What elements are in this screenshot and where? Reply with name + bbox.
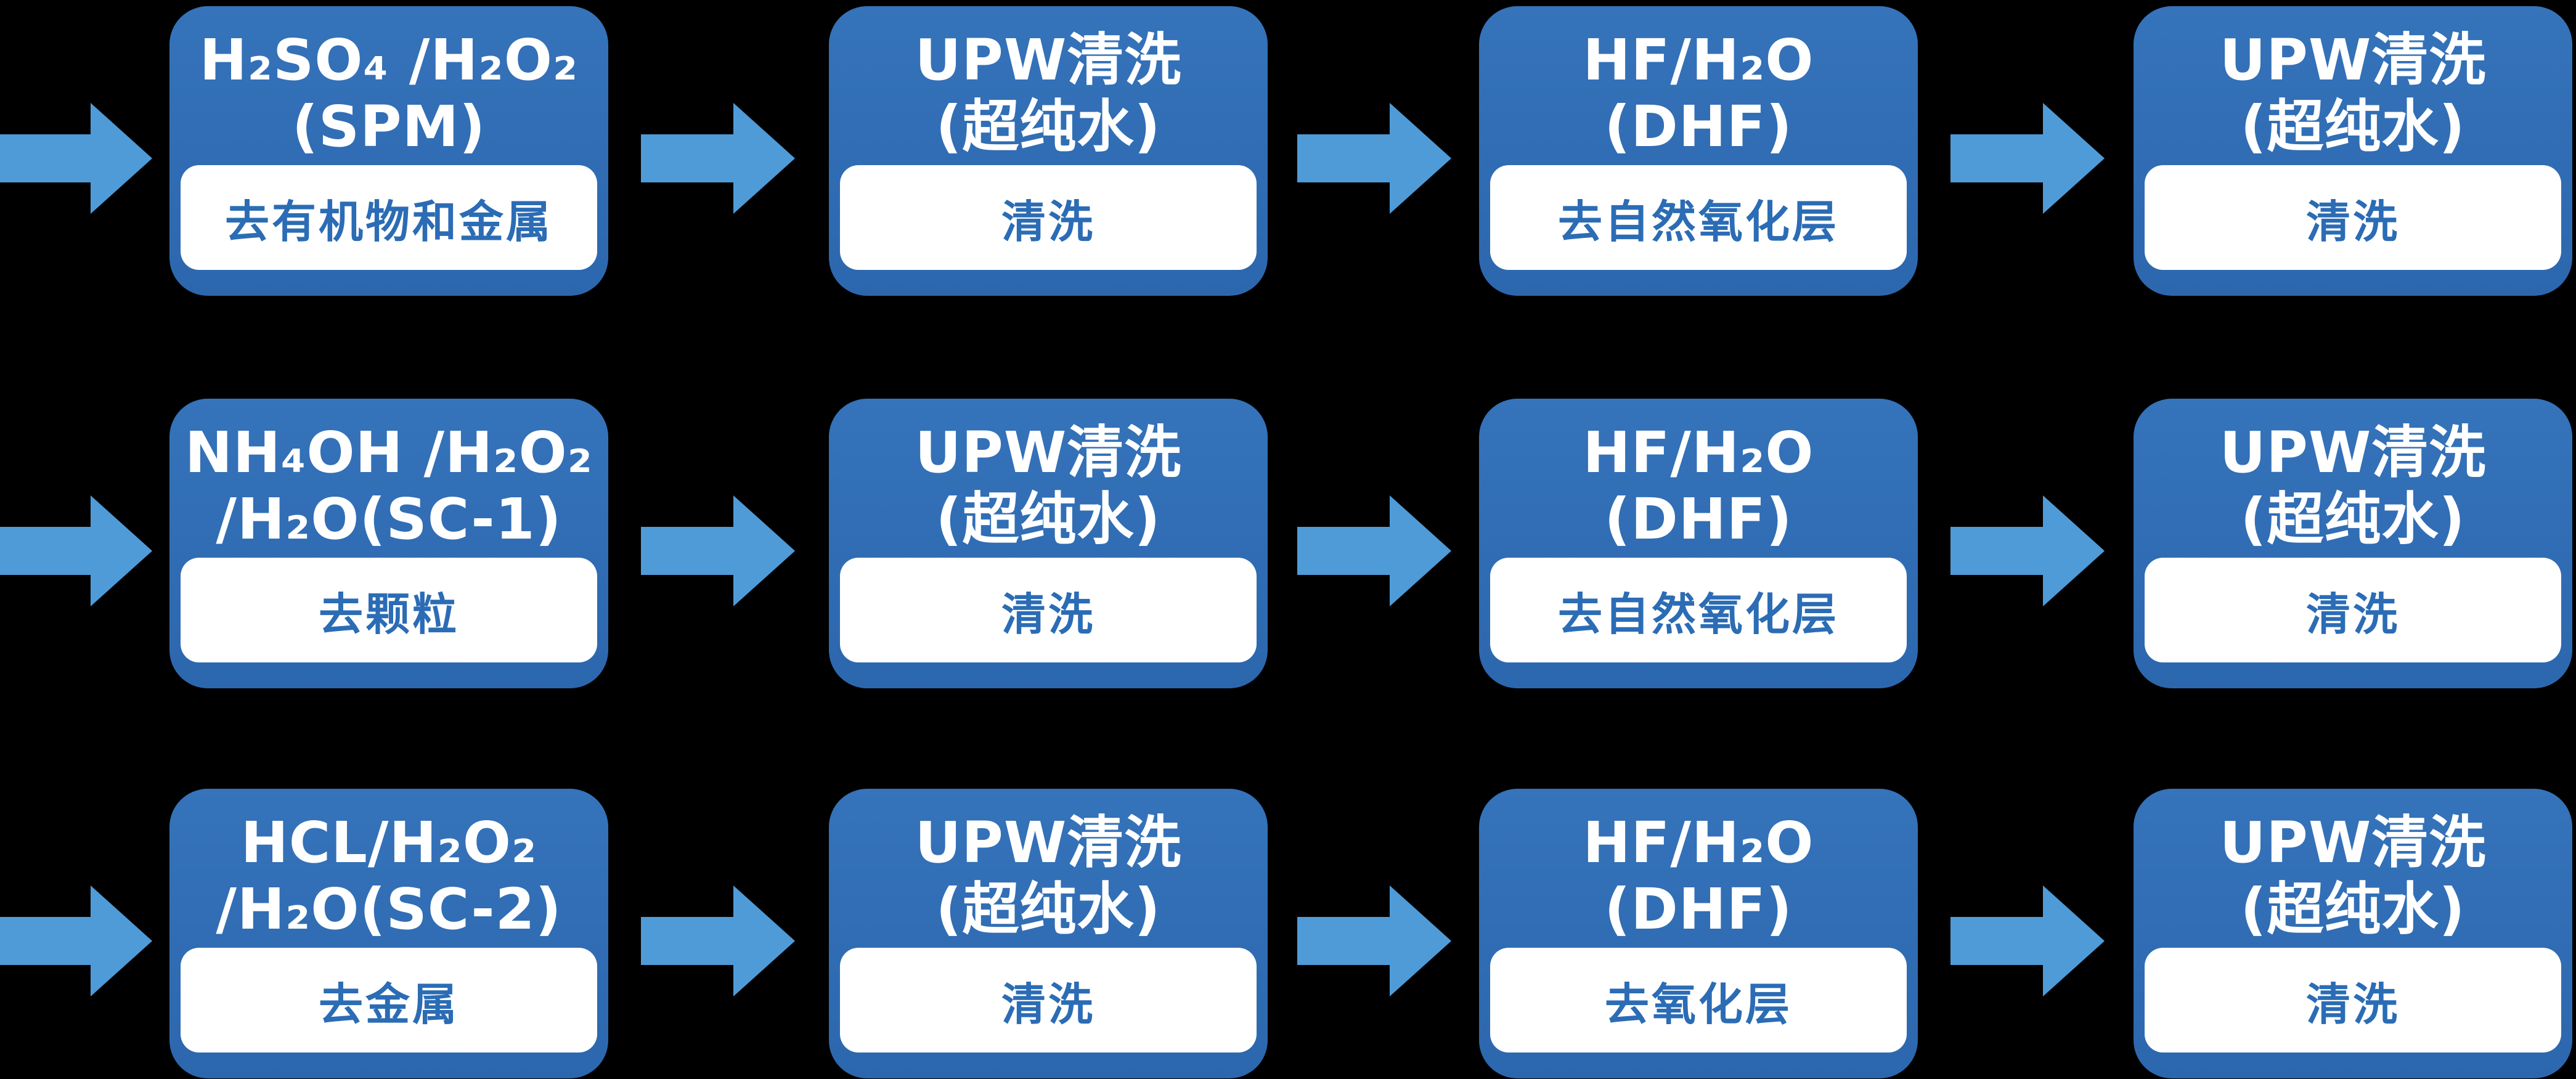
step-chemical-line2: (DHF) <box>1604 486 1793 552</box>
process-step-box: UPW清洗 (超纯水) 清洗 <box>829 6 1268 296</box>
arrow-right-icon <box>1950 886 2105 996</box>
step-title: NH₄OH /H₂O₂ /H₂O(SC-1) <box>169 420 608 553</box>
arrow-right-icon <box>0 886 152 996</box>
step-chemical-line2: (DHF) <box>1604 94 1793 160</box>
arrow-right-icon <box>1297 103 1451 214</box>
step-function-label: 清洗 <box>1001 195 1095 248</box>
step-chemical-line2: (超纯水) <box>935 486 1161 552</box>
step-chemical-line2: /H₂O(SC-1) <box>216 486 562 552</box>
step-function-label: 去氧化层 <box>1604 978 1792 1030</box>
process-step-box: UPW清洗 (超纯水) 清洗 <box>2134 789 2572 1078</box>
arrow-right-icon <box>1950 103 2105 214</box>
step-function-label: 去自然氧化层 <box>1557 588 1839 640</box>
arrow-right-icon <box>0 103 152 214</box>
step-function-panel: 去自然氧化层 <box>1490 558 1907 662</box>
step-chemical-line2: (超纯水) <box>935 94 1161 160</box>
step-function-panel: 清洗 <box>840 558 1257 662</box>
step-function-label: 去颗粒 <box>318 588 459 640</box>
step-chemical-line2: (超纯水) <box>2240 876 2466 942</box>
arrow-right-icon <box>641 495 795 606</box>
step-function-panel: 清洗 <box>2145 948 2561 1053</box>
step-title: UPW清洗 (超纯水) <box>2134 420 2572 553</box>
step-function-label: 清洗 <box>2305 588 2400 640</box>
step-function-panel: 去金属 <box>181 948 597 1053</box>
step-chemical-line2: (SPM) <box>291 94 486 160</box>
arrow-right-icon <box>0 886 152 996</box>
arrow-right-icon <box>1297 495 1451 606</box>
process-step-box: UPW清洗 (超纯水) 清洗 <box>2134 399 2572 688</box>
process-step-box: HF/H₂O (DHF) 去自然氧化层 <box>1479 399 1918 688</box>
step-chemical-line2: (DHF) <box>1604 876 1793 942</box>
step-function-panel: 去有机物和金属 <box>181 165 597 270</box>
process-step-box: UPW清洗 (超纯水) 清洗 <box>2134 6 2572 296</box>
step-chemical-line1: HCL/H₂O₂ <box>240 810 537 876</box>
step-chemical-line1: UPW清洗 <box>915 420 1182 486</box>
arrow-right-icon <box>1950 495 2105 606</box>
process-step-box: HCL/H₂O₂ /H₂O(SC-2) 去金属 <box>169 789 608 1078</box>
process-step-box: UPW清洗 (超纯水) 清洗 <box>829 399 1268 688</box>
process-step-box: HF/H₂O (DHF) 去自然氧化层 <box>1479 6 1918 296</box>
step-function-label: 去金属 <box>318 978 459 1030</box>
step-chemical-line2: (超纯水) <box>2240 94 2466 160</box>
step-function-panel: 清洗 <box>840 948 1257 1053</box>
arrow-right-icon <box>1950 103 2105 214</box>
step-title: UPW清洗 (超纯水) <box>2134 810 2572 943</box>
process-row-3: HCL/H₂O₂ /H₂O(SC-2) 去金属 UPW清洗 (超纯水) 清洗 <box>0 789 2576 1078</box>
step-title: HF/H₂O (DHF) <box>1479 27 1918 160</box>
step-chemical-line1: HF/H₂O <box>1583 420 1814 486</box>
step-chemical-line1: NH₄OH /H₂O₂ <box>185 420 593 486</box>
arrow-right-icon <box>1297 103 1451 214</box>
step-function-panel: 清洗 <box>2145 165 2561 270</box>
process-step-box: NH₄OH /H₂O₂ /H₂O(SC-1) 去颗粒 <box>169 399 608 688</box>
process-step-box: H₂SO₄ /H₂O₂ (SPM) 去有机物和金属 <box>169 6 608 296</box>
step-title: UPW清洗 (超纯水) <box>829 810 1268 943</box>
arrow-right-icon <box>0 495 152 606</box>
step-title: UPW清洗 (超纯水) <box>2134 27 2572 160</box>
step-chemical-line1: UPW清洗 <box>2219 27 2487 93</box>
process-row-2: NH₄OH /H₂O₂ /H₂O(SC-1) 去颗粒 UPW清洗 (超纯水) 清… <box>0 399 2576 688</box>
arrow-right-icon <box>641 886 795 996</box>
step-chemical-line2: (超纯水) <box>935 876 1161 942</box>
step-title: H₂SO₄ /H₂O₂ (SPM) <box>169 27 608 160</box>
arrow-right-icon <box>641 103 795 214</box>
step-function-label: 清洗 <box>1001 588 1095 640</box>
step-title: UPW清洗 (超纯水) <box>829 420 1268 553</box>
step-function-label: 清洗 <box>2305 978 2400 1030</box>
step-chemical-line1: HF/H₂O <box>1583 810 1814 876</box>
step-title: HF/H₂O (DHF) <box>1479 420 1918 553</box>
arrow-right-icon <box>1297 495 1451 606</box>
step-function-label: 清洗 <box>2305 195 2400 248</box>
arrow-right-icon <box>1297 886 1451 996</box>
step-title: HF/H₂O (DHF) <box>1479 810 1918 943</box>
step-function-panel: 清洗 <box>2145 558 2561 662</box>
step-chemical-line2: (超纯水) <box>2240 486 2466 552</box>
step-chemical-line1: UPW清洗 <box>2219 810 2487 876</box>
step-function-label: 去有机物和金属 <box>224 195 553 248</box>
step-chemical-line1: HF/H₂O <box>1583 27 1814 93</box>
step-function-panel: 去氧化层 <box>1490 948 1907 1053</box>
arrow-right-icon <box>1950 886 2105 996</box>
step-function-panel: 清洗 <box>840 165 1257 270</box>
arrow-right-icon <box>641 886 795 996</box>
step-function-label: 清洗 <box>1001 978 1095 1030</box>
step-chemical-line1: UPW清洗 <box>915 27 1182 93</box>
step-function-panel: 去颗粒 <box>181 558 597 662</box>
process-step-box: HF/H₂O (DHF) 去氧化层 <box>1479 789 1918 1078</box>
arrow-right-icon <box>1950 495 2105 606</box>
step-chemical-line1: UPW清洗 <box>2219 420 2487 486</box>
step-chemical-line2: /H₂O(SC-2) <box>216 876 562 942</box>
step-function-label: 去自然氧化层 <box>1557 195 1839 248</box>
arrow-right-icon <box>641 103 795 214</box>
step-function-panel: 去自然氧化层 <box>1490 165 1907 270</box>
arrow-right-icon <box>1297 886 1451 996</box>
step-title: UPW清洗 (超纯水) <box>829 27 1268 160</box>
step-chemical-line1: UPW清洗 <box>915 810 1182 876</box>
step-title: HCL/H₂O₂ /H₂O(SC-2) <box>169 810 608 943</box>
arrow-right-icon <box>641 495 795 606</box>
arrow-right-icon <box>0 495 152 606</box>
arrow-right-icon <box>0 103 152 214</box>
step-chemical-line1: H₂SO₄ /H₂O₂ <box>199 27 579 93</box>
process-step-box: UPW清洗 (超纯水) 清洗 <box>829 789 1268 1078</box>
process-row-1: H₂SO₄ /H₂O₂ (SPM) 去有机物和金属 UPW清洗 (超纯水) 清洗 <box>0 6 2576 296</box>
